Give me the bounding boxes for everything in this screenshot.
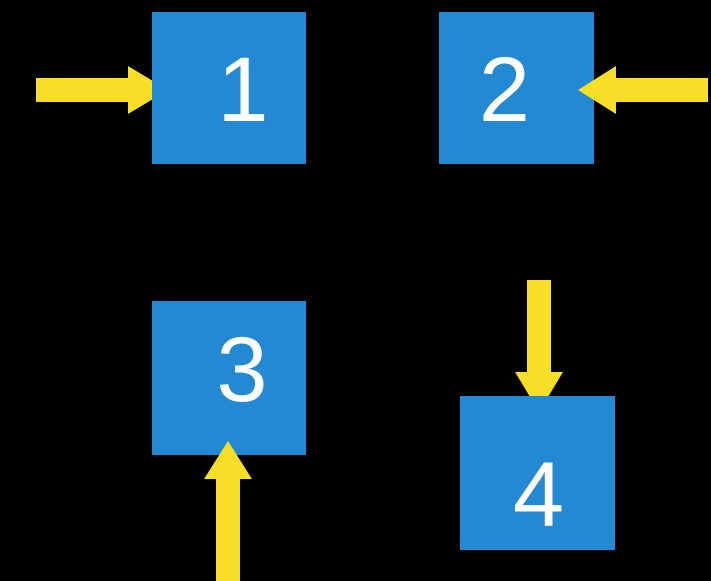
node-label-2: 2 [478,39,531,141]
arrow-up-shape [204,441,252,581]
node-label-1: 1 [217,39,269,141]
arrow-right-shape [36,66,168,114]
arrow-left-icon [578,66,708,114]
arrow-right-icon [36,66,168,114]
arrow-up-icon [204,441,252,581]
node-label-4: 4 [512,444,565,546]
arrow-down-shape [515,280,563,412]
arrow-down-icon [515,280,563,412]
diagram-node-1[interactable]: 1 [152,12,306,164]
diagram-node-2[interactable]: 2 [439,12,594,164]
arrow-left-shape [578,66,708,114]
diagram-node-3[interactable]: 3 [152,301,306,455]
node-label-3: 3 [216,319,268,421]
diagram-node-4[interactable]: 4 [460,396,615,550]
